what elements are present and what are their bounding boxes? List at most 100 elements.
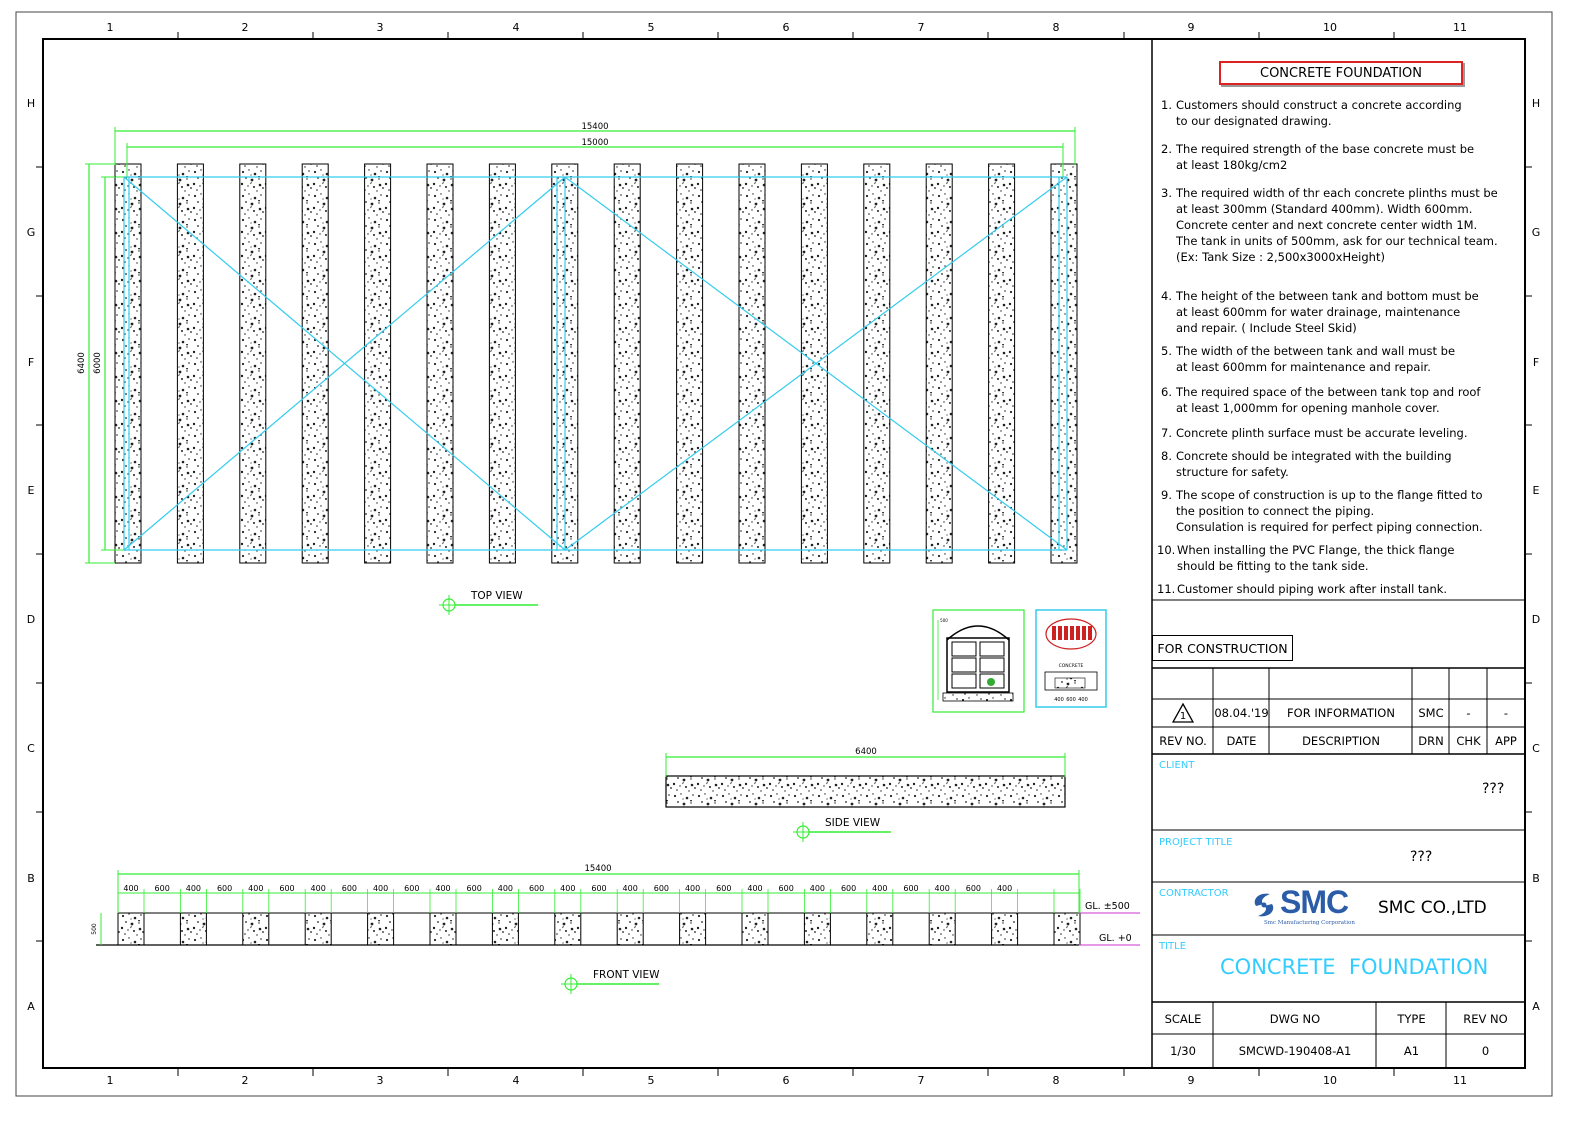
row-label: G <box>1532 226 1541 239</box>
inset-dim-text: 500 <box>940 618 948 623</box>
segment-dimension-text: 400 <box>123 884 138 893</box>
note-line: at least 180kg/cm2 <box>1176 158 1288 172</box>
drawing-title: CONCRETE FOUNDATION <box>1220 955 1489 979</box>
front-plinth <box>304 912 332 946</box>
project-label: PROJECT TITLE <box>1159 837 1233 848</box>
bracing-line <box>123 176 566 551</box>
side-view-label: SIDE VIEW <box>825 817 881 829</box>
top-plinth <box>239 163 267 564</box>
client-label: CLIENT <box>1159 760 1195 771</box>
note-row: 11.Customer should piping work after ins… <box>1157 581 1447 597</box>
dimension-text: 6400 <box>77 352 87 374</box>
segment-dimension-text: 400 <box>560 884 575 893</box>
row-label: D <box>27 613 35 626</box>
front-plinth <box>991 912 1019 946</box>
front-plinth <box>803 912 831 946</box>
note-row: 4.The height of the between tank and bot… <box>1161 288 1479 304</box>
row-label: B <box>1532 872 1540 885</box>
row-label: A <box>27 1000 35 1013</box>
note-row: at least 1,000mm for opening manhole cov… <box>1161 400 1480 416</box>
note-line: at least 300mm (Standard 400mm). Width 6… <box>1176 202 1473 216</box>
note-line: Concrete should be integrated with the b… <box>1176 449 1452 463</box>
note-line: the position to connect the piping. <box>1176 504 1375 518</box>
front-plinth <box>866 912 894 946</box>
notes-title: CONCRETE FOUNDATION <box>1260 65 1422 81</box>
note-line: should be fitting to the tank side. <box>1177 559 1369 573</box>
note-item: 1.Customers should construct a concrete … <box>1161 97 1462 129</box>
side-view <box>665 753 1066 808</box>
inset-dim-text: 400 <box>1054 697 1064 703</box>
note-row: 8. Concrete should be integrated with the… <box>1161 448 1452 464</box>
front-plinth <box>741 912 769 946</box>
dimension-text: 15400 <box>584 864 611 874</box>
inset-tank-panel <box>951 673 977 689</box>
column-label: 2 <box>242 21 249 34</box>
segment-dimension-text: 400 <box>810 884 825 893</box>
note-row: and repair. ( Include Steel Skid) <box>1161 320 1479 336</box>
note-row: 2.The required strength of the base conc… <box>1161 141 1474 157</box>
row-label: F <box>1533 356 1539 369</box>
note-number: 2. <box>1161 142 1172 156</box>
column-label: 9 <box>1188 21 1195 34</box>
top-plinth <box>863 163 891 564</box>
segment-dimension-text: 400 <box>498 884 513 893</box>
footer-scale-header: SCALE <box>1164 1011 1202 1026</box>
top-view-label: TOP VIEW <box>470 590 523 602</box>
note-line: Consulation is required for perfect pipi… <box>1176 520 1483 534</box>
segment-dimension-text: 600 <box>342 884 357 893</box>
row-label: H <box>1532 97 1540 110</box>
inset-dim-text: 600 <box>1066 697 1076 703</box>
inset-red-plinth <box>1058 626 1062 640</box>
note-number: 4. <box>1161 289 1172 303</box>
note-number: 5. <box>1161 344 1172 358</box>
footer-scale-value: 1/30 <box>1170 1043 1196 1058</box>
column-label: 11 <box>1453 21 1467 34</box>
revision-chk: - <box>1466 706 1471 720</box>
note-number: 7. <box>1161 426 1172 440</box>
note-number: 9. <box>1161 488 1172 502</box>
segment-dimension-text: 600 <box>716 884 731 893</box>
segment-dimension-text: 600 <box>841 884 856 893</box>
note-number: 8. <box>1161 449 1172 463</box>
row-label: C <box>27 742 35 755</box>
inset-tank-panel <box>979 641 1005 657</box>
top-plinth <box>988 163 1016 564</box>
note-row: 6.The required space of the between tank… <box>1161 384 1480 400</box>
note-item: 7.Concrete plinth surface must be accura… <box>1161 425 1468 441</box>
row-label: D <box>1532 613 1540 626</box>
top-plinth <box>800 163 828 564</box>
note-number: 11. <box>1157 582 1176 596</box>
client-value: ??? <box>1482 781 1505 797</box>
note-line: structure for safety. <box>1176 465 1289 479</box>
front-plinth <box>429 912 457 946</box>
note-row: the position to connect the piping. <box>1161 503 1483 519</box>
column-label: 4 <box>513 21 520 34</box>
note-row: 9.The scope of construction is up to the… <box>1161 487 1483 503</box>
front-view-label: FRONT VIEW <box>593 969 660 981</box>
segment-dimension-text: 400 <box>373 884 388 893</box>
segment-dimension-text: 400 <box>872 884 887 893</box>
note-line: at least 600mm for maintenance and repai… <box>1176 360 1431 374</box>
logo-subtitle: Smc Manufacturing Corporation <box>1264 920 1355 926</box>
note-line: The width of the between tank and wall m… <box>1176 344 1456 358</box>
row-label: F <box>28 356 34 369</box>
revision-drn: SMC <box>1418 706 1444 720</box>
segment-dimension-text: 600 <box>529 884 544 893</box>
note-number: 10. <box>1157 543 1176 557</box>
smc-swirl-icon <box>1254 893 1274 917</box>
column-label: 3 <box>377 1074 384 1087</box>
segment-dimension-text: 600 <box>404 884 419 893</box>
note-row: 10.When installing the PVC Flange, the t… <box>1157 542 1455 558</box>
note-number: 3. <box>1161 186 1172 200</box>
row-label: B <box>27 872 35 885</box>
note-number: 1. <box>1161 98 1172 112</box>
top-plinth <box>1050 163 1078 564</box>
inset-detail-concrete <box>1054 677 1086 689</box>
note-item: 9.The scope of construction is up to the… <box>1161 487 1483 535</box>
note-row: at least 600mm for water drainage, maint… <box>1161 304 1479 320</box>
inset-dim-text: 400 <box>1078 697 1088 703</box>
row-label: E <box>28 484 35 497</box>
inset-detail-box <box>1044 671 1098 691</box>
note-line: (Ex: Tank Size : 2,500x3000xHeight) <box>1176 250 1385 264</box>
bracing-line <box>564 176 1068 551</box>
